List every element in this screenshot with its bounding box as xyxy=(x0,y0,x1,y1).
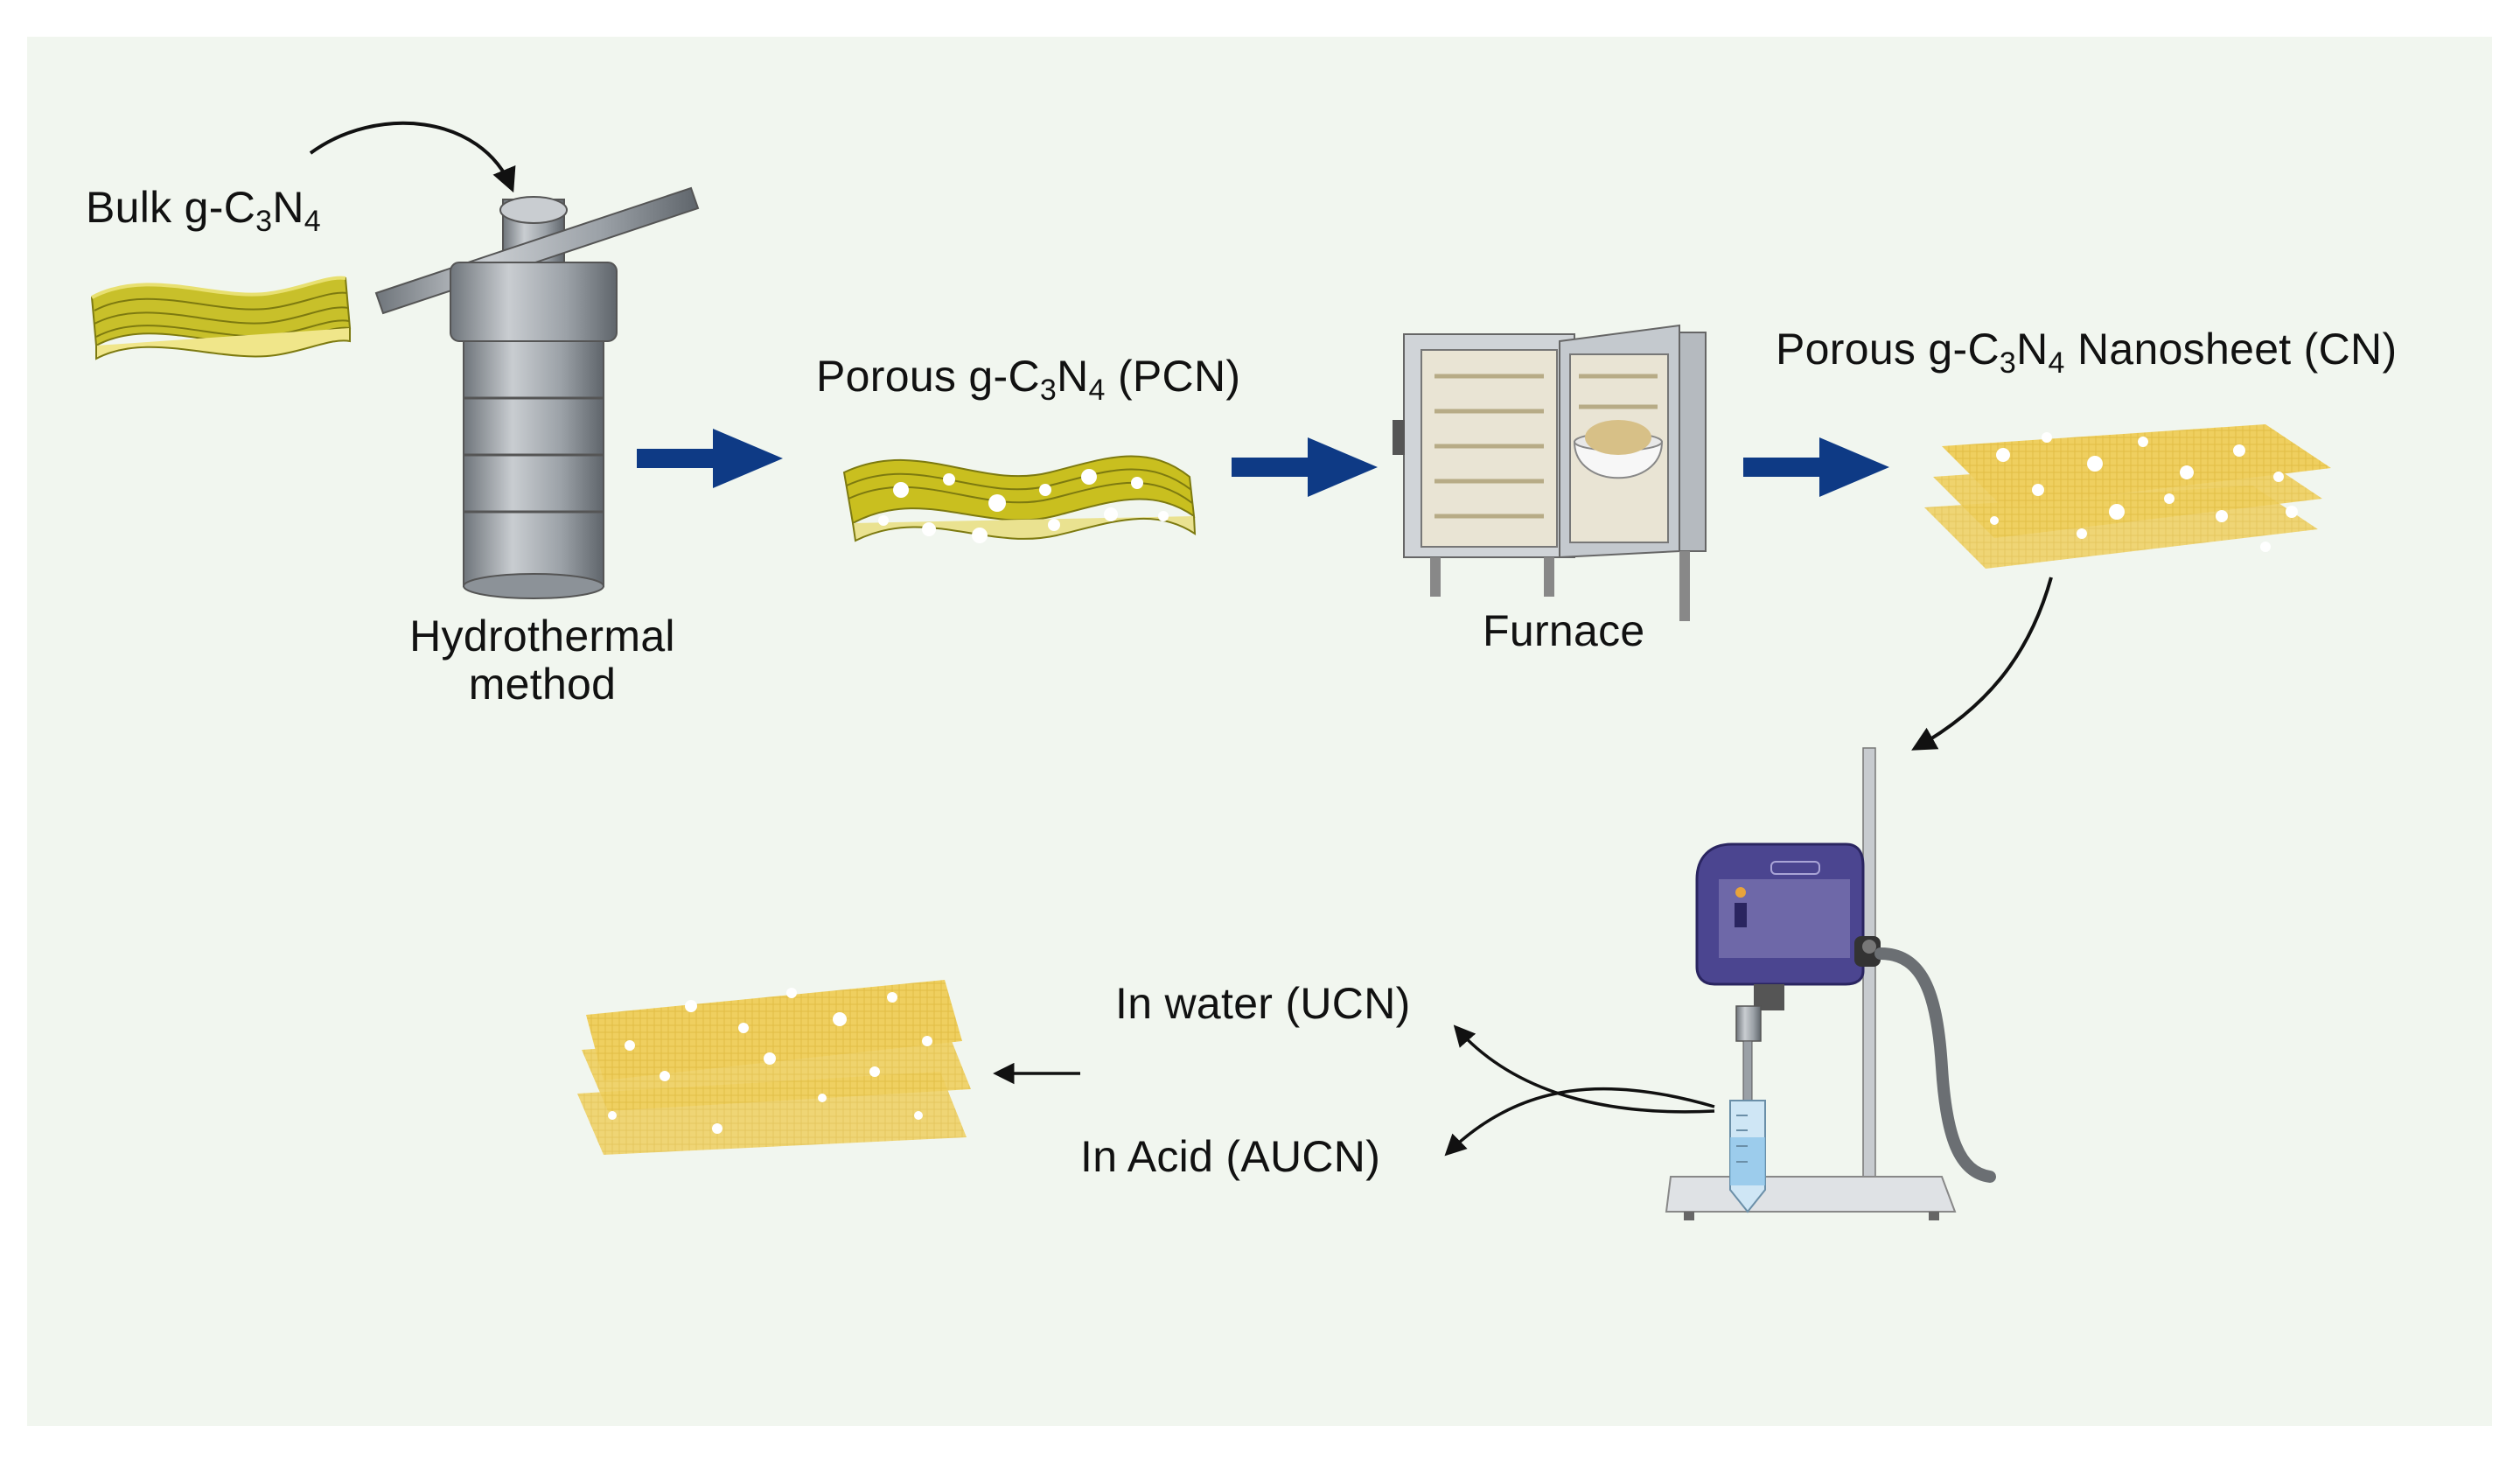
porous-sheet-icon xyxy=(842,455,1197,543)
autoclave-icon xyxy=(374,186,700,599)
final-nanosheet-icon xyxy=(577,980,971,1155)
arrow-to-water-label xyxy=(1453,1024,1715,1114)
arrow-to-acid-label xyxy=(1444,1087,1715,1157)
diagram-panel xyxy=(27,37,2492,1426)
process-arrow-1 xyxy=(637,429,783,488)
water-ucn-label: In water (UCN) xyxy=(1115,979,1411,1028)
acid-aucn-label: In Acid (AUCN) xyxy=(1080,1132,1381,1181)
furnace-icon xyxy=(1393,324,1707,621)
process-arrow-3 xyxy=(1743,437,1889,497)
pcn-label: Porous g-C3N4 (PCN) xyxy=(816,352,1241,407)
hydrothermal-line-1: Hydrothermal xyxy=(409,612,675,661)
nanosheet-stack-icon xyxy=(1924,424,2331,569)
sonicator-icon xyxy=(1665,747,1996,1220)
process-arrow-2 xyxy=(1232,437,1378,497)
hydrothermal-line-2: method xyxy=(468,660,617,709)
nanosheet-to-sonicator-arrow xyxy=(1911,577,2053,751)
bulk-to-autoclave-arrow xyxy=(309,121,516,193)
cn-label: Porous g-C3N4 Nanosheet (CN) xyxy=(1776,325,2398,380)
furnace-label: Furnace xyxy=(1483,606,1645,655)
hydrothermal-method-label: Hydrothermal method xyxy=(385,612,700,709)
bulk-gc3n4-label: Bulk g-C3N4 xyxy=(86,183,321,238)
bulk-sheet-icon xyxy=(90,276,352,360)
